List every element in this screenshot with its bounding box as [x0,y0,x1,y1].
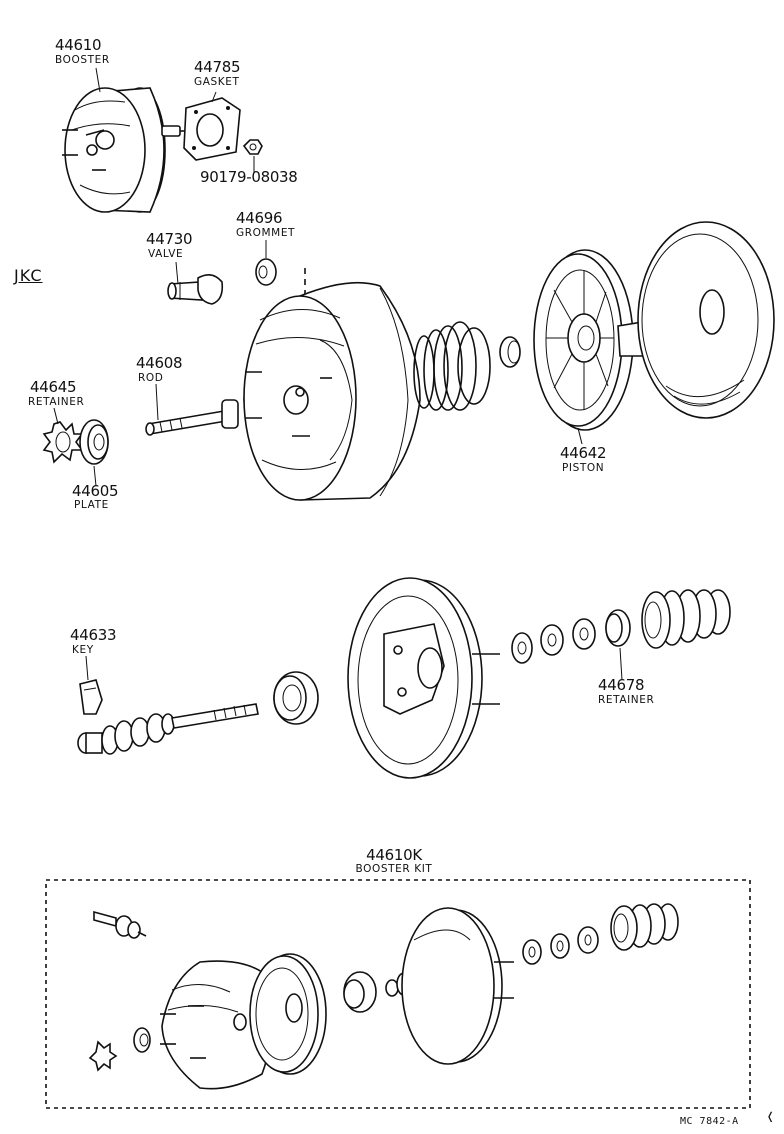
nut-part-number: 90179-08038 [200,168,298,186]
gasket-drawing [183,97,241,161]
piston-part-name: PISTON [562,462,605,474]
retainer-rear-drawing [605,609,631,647]
key-part-number: 44633 [70,626,117,644]
booster-part-number: 44610 [55,36,102,54]
retainer-front-part-number: 44645 [30,378,77,396]
rear-shell-drawing [347,577,500,779]
boot-drawing [641,589,731,649]
seal-cup-drawing [273,671,319,725]
rod-drawing [145,399,239,436]
edge-mark: ❬ [766,1109,775,1125]
plunger-assembly-drawing [77,703,259,755]
booster-assembly-drawing [62,87,188,213]
retainer-rear-part-name: RETAINER [598,694,655,706]
diagram-code: MC 7842-A [680,1116,739,1127]
key-part-name: KEY [72,644,94,656]
bushing-drawing [499,336,521,368]
valve-part-name: VALVE [148,248,184,260]
piston-part-number: 44642 [560,444,607,462]
plate-drawing [79,419,109,465]
plate-part-name: PLATE [74,499,109,511]
piston-drawing [533,249,634,431]
kit-parts-drawing [88,903,679,1090]
gasket-part-name: GASKET [194,76,240,88]
grommet-part-name: GROMMET [236,227,296,239]
booster-kit-part-name: BOOSTER KIT [355,863,433,875]
seal-washers-drawing [511,618,596,664]
retainer-front-drawing [42,421,84,464]
nut-drawing [242,139,263,170]
leader-lines [53,67,623,681]
retainer-rear-part-number: 44678 [598,676,645,694]
diaphragm-drawing [617,221,775,419]
valve-part-number: 44730 [146,230,193,248]
front-shell-drawing [243,281,421,501]
booster-kit-frame [45,879,751,1109]
variant-label: JKC [14,266,43,285]
valve-drawing [167,274,224,305]
booster-kit-part-number: 44610K [366,846,422,864]
grommet-part-number: 44696 [236,209,283,227]
spring-drawing [413,321,491,411]
retainer-front-part-name: RETAINER [28,396,85,408]
plate-part-number: 44605 [72,482,119,500]
rod-part-number: 44608 [136,354,183,372]
booster-part-name: BOOSTER [55,54,110,66]
rod-part-name: ROD [138,372,164,384]
gasket-part-number: 44785 [194,58,241,76]
key-drawing [79,679,103,715]
